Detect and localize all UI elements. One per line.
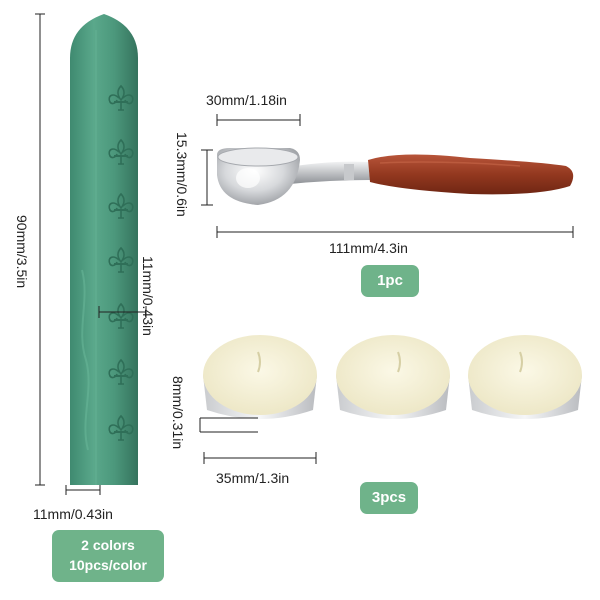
stick-width-dimension (65, 485, 101, 495)
melting-spoon (217, 147, 574, 205)
bowl-height-dimension (201, 149, 213, 206)
stick-width-label: 11mm/0.43in (33, 506, 113, 522)
stick-length-dimension (35, 13, 45, 486)
tealight-candle (336, 335, 450, 419)
spoon-length-dimension (216, 226, 574, 238)
colors-badge-line2: 10pcs/color (69, 557, 147, 573)
bowl-height-label: 15.3mm/0.6in (174, 132, 190, 217)
spoon-length-label: 111mm/4.3in (329, 240, 408, 256)
stick-side-label: 11mm/0.43in (140, 256, 156, 336)
bowl-width-label: 30mm/1.18in (206, 92, 287, 108)
candle-diameter-label: 35mm/1.3in (216, 470, 290, 486)
candle-diameter-dimension (203, 452, 317, 464)
colors-badge-line1: 2 colors (81, 537, 135, 553)
tealight-candle (203, 335, 317, 419)
stick-side-dimension (98, 306, 147, 318)
candle-height-dimension (199, 417, 258, 433)
stick-length-label: 90mm/3.5in (14, 215, 30, 289)
colors-badge: 2 colors 10pcs/color (52, 530, 164, 582)
spoon-quantity-badge: 1pc (361, 265, 419, 297)
bowl-width-dimension (216, 114, 301, 126)
wax-stick (70, 14, 138, 485)
tealight-candle (468, 335, 582, 419)
candles-quantity-badge: 3pcs (360, 482, 418, 514)
candle-height-label: 8mm/0.31in (170, 376, 186, 450)
